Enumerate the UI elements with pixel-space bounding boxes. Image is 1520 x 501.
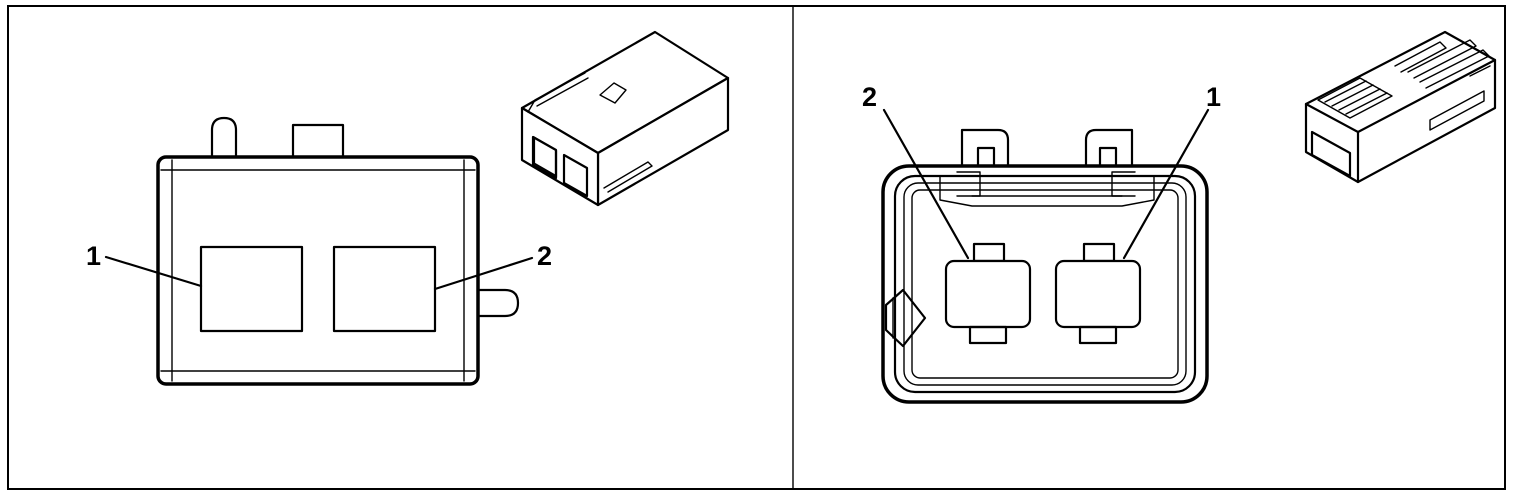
cavity-1 [199,245,304,333]
left-callout-1-label: 1 [86,241,101,271]
left-callout-1: 1 [86,241,203,288]
right-callout-2: 2 [862,82,970,260]
left-connector-face-view [156,116,520,386]
left-callout-2-label: 2 [537,241,552,271]
right-callout-1: 1 [1122,82,1221,260]
terminal-1 [1054,242,1142,345]
right-callout-1-label: 1 [1206,82,1221,112]
right-terminal-isometric [1304,30,1497,184]
right-callout-2-label: 2 [862,82,877,112]
left-connector-isometric [520,30,730,207]
outer-frame [7,5,1506,490]
right-connector-face-view [881,128,1209,404]
terminal-2 [944,242,1032,345]
left-callout-2: 2 [433,241,552,291]
